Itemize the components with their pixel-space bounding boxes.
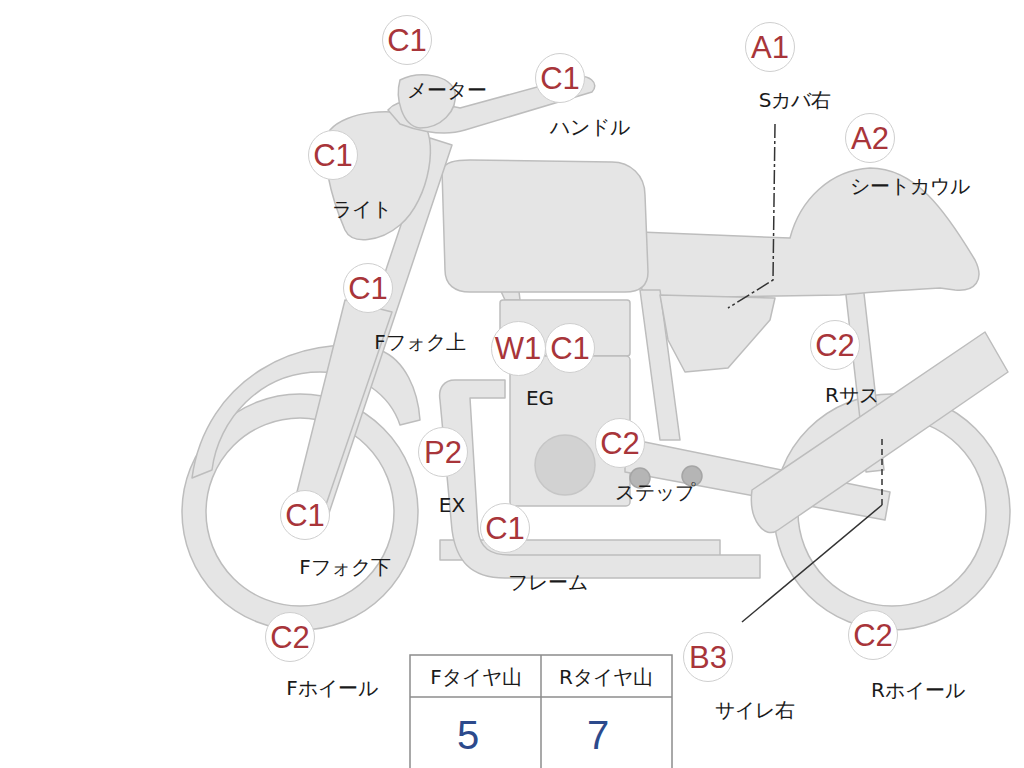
tread-table (410, 655, 672, 768)
callout-marker: C1EG (545, 323, 595, 373)
fuel-tank (442, 160, 648, 292)
callout-marker: B3サイレ右 (683, 632, 733, 682)
callout-marker: C1ライト (308, 130, 358, 180)
part-name: ライト (332, 198, 392, 220)
callout-code: C2 (853, 620, 893, 651)
part-name: ハンドル (550, 116, 630, 138)
part-name: サイレ右 (715, 699, 795, 721)
leader-line (881, 435, 883, 505)
front-rim (206, 418, 394, 606)
callout-marker: C2Rサス (810, 320, 860, 370)
table-value: 5 (457, 713, 479, 757)
callout-code: C1 (285, 500, 325, 531)
part-name: メーター (407, 79, 487, 101)
callout-code: A1 (751, 32, 789, 63)
part-name: ステップ (615, 481, 695, 503)
exhaust-pipe (440, 380, 760, 578)
table-border (410, 655, 672, 768)
callout-marker: P2EX (418, 427, 468, 477)
callout-code: C1 (348, 273, 388, 304)
part-name: EG (526, 387, 554, 409)
part-name: Sカバ右 (759, 89, 832, 111)
part-name: Rホイール (871, 679, 965, 701)
part-name: Fフォク下 (299, 556, 391, 578)
muffler (751, 332, 1008, 533)
table-rule (540, 655, 542, 768)
engine-cover (535, 435, 595, 495)
callout-marker: C1メーター (382, 15, 432, 65)
callout-marker: C1ハンドル (535, 53, 585, 103)
part-name: Fホイール (286, 677, 378, 699)
callout-code: C1 (387, 25, 427, 56)
callout-code: B3 (689, 642, 727, 673)
part-name: Fフォク上 (374, 331, 466, 353)
table-header: Fタイヤ山 (430, 666, 522, 688)
callout-marker: C2Fホイール (265, 612, 315, 662)
callout-marker: C1Fフォク下 (280, 490, 330, 540)
callout-code: W1 (495, 333, 542, 364)
leader-line (742, 505, 882, 622)
front-tire (194, 406, 406, 618)
callout-marker: C1Fフォク上 (343, 263, 393, 313)
table-header: Rタイヤ山 (559, 666, 653, 688)
leader-lines (728, 124, 882, 622)
part-name: シートカウル (850, 175, 970, 197)
part-name: EX (439, 494, 465, 516)
callout-code: C1 (485, 513, 525, 544)
seat (638, 168, 979, 298)
table-value: 7 (587, 713, 609, 757)
callout-marker: A2シートカウル (845, 113, 895, 163)
callout-marker: C1フレーム (480, 503, 530, 553)
part-name: Rサス (825, 384, 879, 406)
callout-code: C1 (313, 140, 353, 171)
callout-code: C1 (550, 333, 590, 364)
callout-code: C2 (815, 330, 855, 361)
callout-code: C2 (600, 428, 640, 459)
leader-line (728, 124, 775, 308)
callout-marker: A1Sカバ右 (745, 22, 795, 72)
callout-code: A2 (851, 123, 889, 154)
callout-marker: W1 (491, 321, 546, 376)
callout-marker: C2ステップ (595, 418, 645, 468)
callout-code: C2 (270, 622, 310, 653)
callout-code: P2 (424, 437, 462, 468)
callout-marker: C2Rホイール (848, 610, 898, 660)
side-cover (660, 295, 775, 372)
part-name: フレーム (508, 571, 588, 593)
callout-code: C1 (540, 63, 580, 94)
